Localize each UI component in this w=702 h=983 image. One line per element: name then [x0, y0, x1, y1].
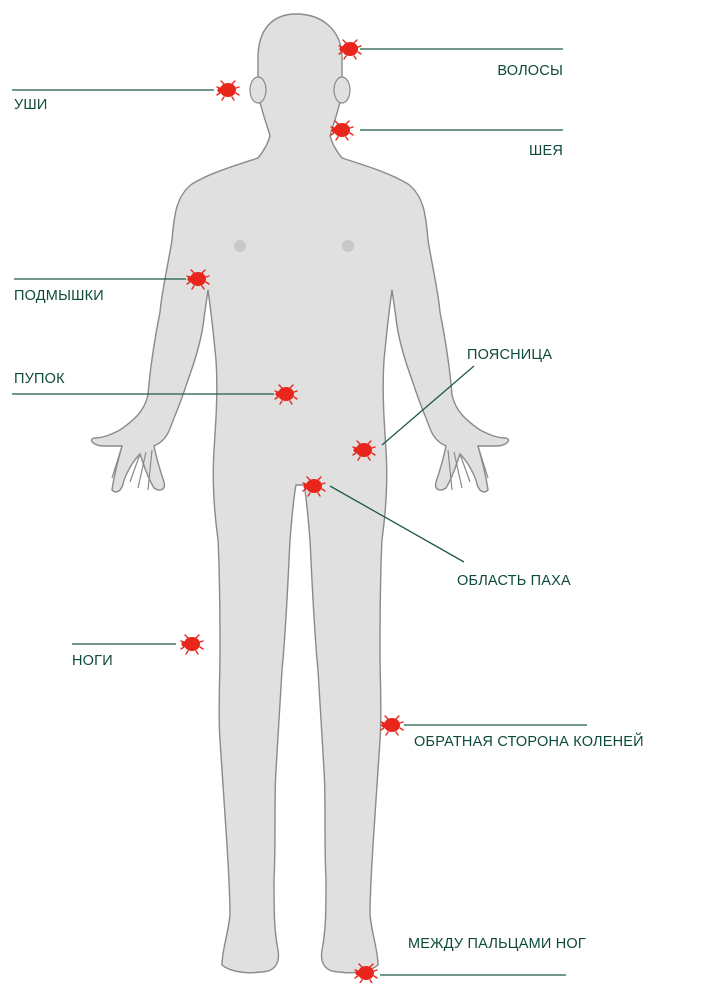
label-lower-back: ПОЯСНИЦА	[467, 348, 552, 363]
label-armpits: ПОДМЫШКИ	[14, 289, 104, 304]
nipple-right	[342, 240, 354, 252]
body-outline	[92, 14, 509, 973]
label-navel: ПУПОК	[14, 372, 65, 387]
tick-icon-legs	[181, 635, 203, 654]
body-silhouette	[92, 14, 509, 973]
label-ears: УШИ	[14, 98, 48, 113]
label-groin: ОБЛАСТЬ ПАХА	[457, 574, 571, 589]
label-neck: ШЕЯ	[529, 144, 563, 159]
right-ear	[334, 77, 350, 103]
tick-icon-back-of-knees	[381, 716, 403, 735]
label-back-of-knees: ОБРАТНАЯ СТОРОНА КОЛЕНЕЙ	[414, 735, 644, 750]
nipple-left	[234, 240, 246, 252]
label-legs: НОГИ	[72, 654, 113, 669]
tick-icon-ears	[217, 81, 239, 100]
left-ear	[250, 77, 266, 103]
label-hair: ВОЛОСЫ	[497, 64, 563, 79]
label-between-toes: МЕЖДУ ПАЛЬЦАМИ НОГ	[408, 937, 586, 952]
